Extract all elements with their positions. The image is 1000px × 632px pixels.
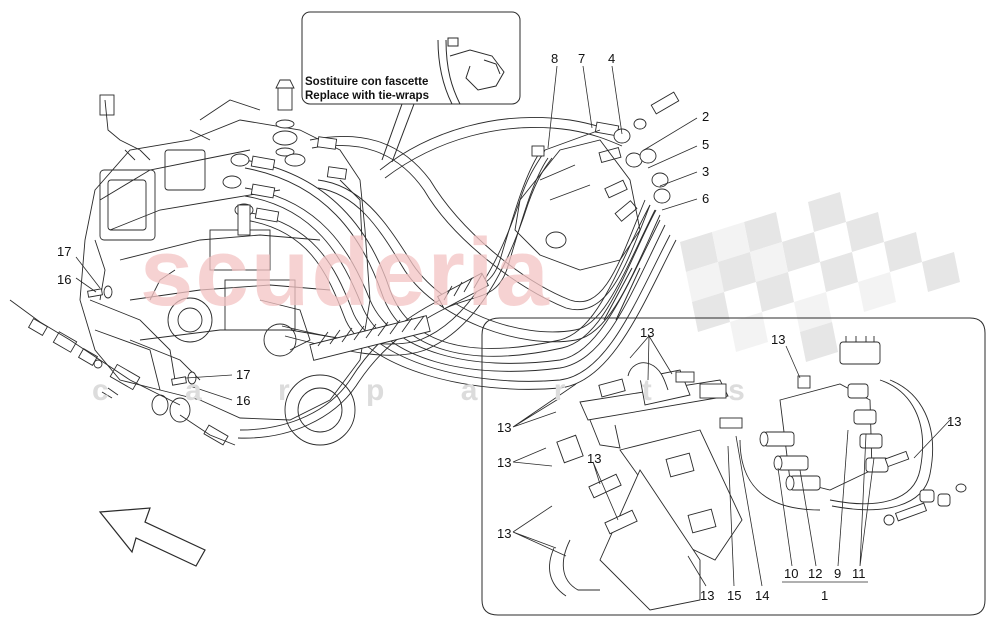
front-cable-assembly bbox=[9, 299, 236, 446]
tie-wrap-note-line-1: Sostituire con fascette bbox=[305, 76, 429, 88]
callout-13-right: 13 bbox=[947, 414, 962, 429]
callout-1: 1 bbox=[821, 588, 829, 603]
detail-inset bbox=[481, 267, 986, 616]
callout-13-top-right: 13 bbox=[771, 332, 786, 347]
callout-13-left-1: 13 bbox=[497, 420, 512, 435]
leader-lines bbox=[75, 65, 951, 587]
callout-8: 8 bbox=[551, 51, 559, 66]
callout-12: 12 bbox=[808, 566, 823, 581]
callout-15: 15 bbox=[727, 588, 742, 603]
callout-7: 7 bbox=[578, 51, 586, 66]
callout-13-left-3: 13 bbox=[497, 526, 512, 541]
tie-wrap-note: Sostituire con fascette Replace with tie… bbox=[305, 75, 429, 103]
callout-14: 14 bbox=[755, 588, 770, 603]
callout-2: 2 bbox=[702, 109, 710, 124]
banjo-fittings-left bbox=[222, 79, 348, 236]
callout-3: 3 bbox=[702, 164, 710, 179]
callout-4: 4 bbox=[608, 51, 616, 66]
callout-11: 11 bbox=[852, 566, 866, 581]
callout-5: 5 bbox=[702, 137, 710, 152]
watermark-sub: c a r p a r t s bbox=[92, 374, 779, 407]
direction-arrow bbox=[98, 507, 206, 567]
callout-6: 6 bbox=[702, 191, 710, 206]
callout-16-lower: 16 bbox=[236, 393, 251, 408]
banjo-fittings-right bbox=[514, 91, 680, 271]
callout-17-lower: 17 bbox=[236, 367, 251, 382]
callout-10: 10 bbox=[784, 566, 799, 581]
actuator-bracket bbox=[549, 362, 743, 611]
tie-wrap-inset bbox=[301, 11, 521, 163]
checkered-flag-watermark bbox=[680, 192, 960, 362]
hydraulic-actuator-unit bbox=[739, 336, 967, 526]
callout-13-bottom: 13 bbox=[700, 588, 715, 603]
hydraulic-hoses bbox=[237, 117, 677, 439]
watermark-brand: scuderia bbox=[140, 219, 551, 326]
callout-13-left-2: 13 bbox=[497, 455, 512, 470]
callout-16-upper: 16 bbox=[57, 272, 72, 287]
callout-13-top-mid: 13 bbox=[640, 325, 655, 340]
callout-9: 9 bbox=[834, 566, 842, 581]
callout-17-upper: 17 bbox=[57, 244, 72, 259]
tie-wrap-note-line-2: Replace with tie-wraps bbox=[305, 90, 429, 102]
callout-13-mid: 13 bbox=[587, 451, 602, 466]
